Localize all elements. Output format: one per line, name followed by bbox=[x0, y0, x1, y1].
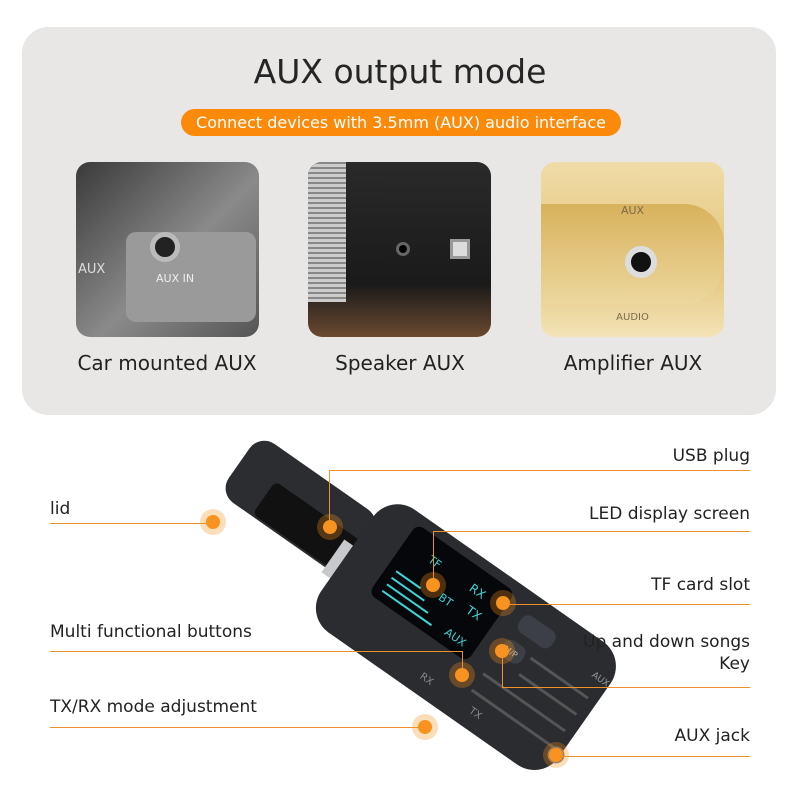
photo-label: AUX bbox=[620, 204, 645, 217]
photo-label: AUX bbox=[78, 262, 106, 277]
callout-usb-plug: USB plug bbox=[672, 446, 750, 466]
subtitle-badge: Connect devices with 3.5mm (AUX) audio i… bbox=[181, 109, 621, 136]
photo-label: AUDIO bbox=[616, 312, 649, 323]
caption-speaker: Speaker AUX bbox=[335, 351, 465, 375]
car-aux-photo: AUX AUX IN bbox=[76, 162, 259, 337]
callout-dot bbox=[495, 644, 509, 658]
callout-dot bbox=[549, 748, 563, 762]
photo-label: AUX IN bbox=[156, 272, 195, 285]
page-title: AUX output mode bbox=[253, 52, 547, 91]
callout-multi-buttons: Multi functional buttons bbox=[50, 622, 252, 642]
callout-led-screen: LED display screen bbox=[589, 504, 750, 524]
speaker-aux-photo bbox=[308, 162, 491, 337]
amplifier-aux-photo: AUX AUDIO bbox=[541, 162, 724, 337]
callout-dot bbox=[496, 596, 510, 610]
callout-dot bbox=[426, 578, 440, 592]
callout-dot bbox=[323, 520, 337, 534]
callout-up-down-key: Key bbox=[719, 654, 750, 674]
callout-txrx: TX/RX mode adjustment bbox=[50, 697, 257, 717]
callout-aux-jack: AUX jack bbox=[674, 726, 750, 746]
caption-car: Car mounted AUX bbox=[77, 351, 257, 375]
caption-amplifier: Amplifier AUX bbox=[563, 351, 703, 375]
callout-dot bbox=[418, 720, 432, 734]
callout-lid: lid bbox=[50, 499, 71, 519]
callout-tf-slot: TF card slot bbox=[651, 575, 750, 595]
callout-dot bbox=[455, 668, 469, 682]
callout-dot bbox=[206, 515, 220, 529]
callout-up-down-songs: Up and down songs bbox=[583, 632, 750, 652]
